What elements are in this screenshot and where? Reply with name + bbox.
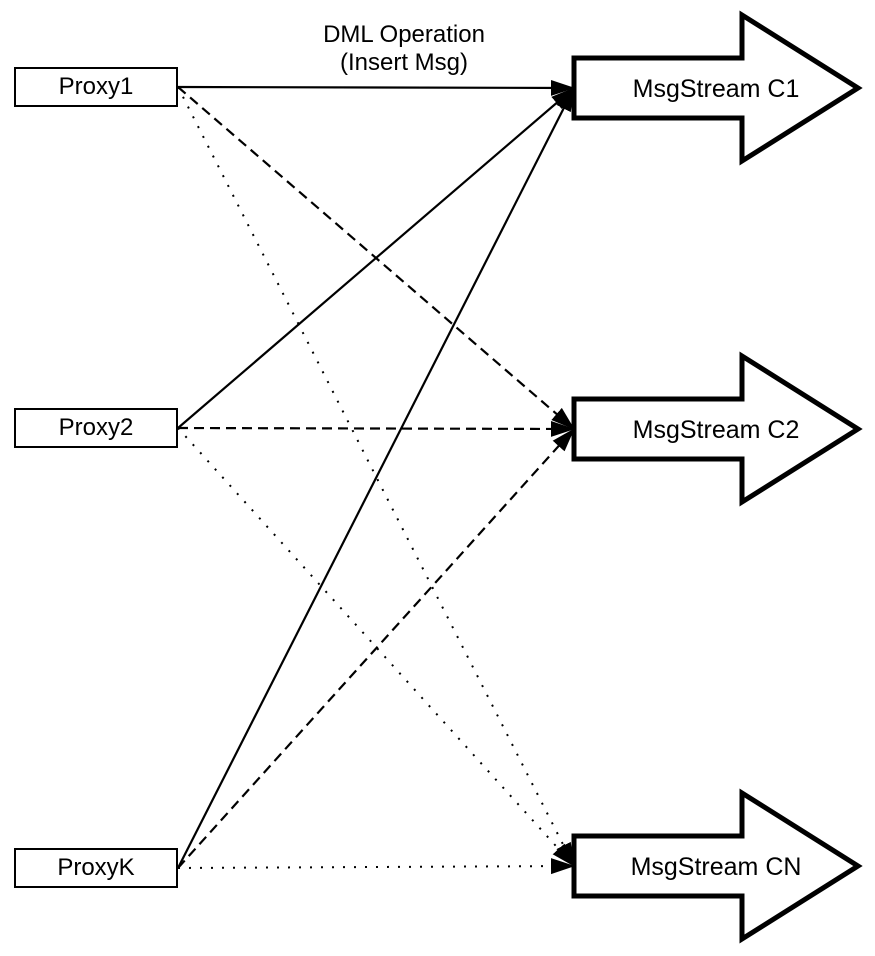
proxy1-label: Proxy1 (58, 73, 134, 100)
proxyk-label: ProxyK (57, 854, 135, 881)
msgstream-c2-label: MsgStream C2 (633, 416, 800, 444)
msgstream-c1-label: MsgStream C1 (633, 75, 800, 103)
msgstream-c2-node[interactable]: MsgStream C2 (570, 351, 863, 507)
msgstream-cn-label: MsgStream CN (631, 853, 802, 881)
msgstream-cn-node[interactable]: MsgStream CN (570, 788, 863, 944)
edge-proxy2-to-c2-dashed (177, 420, 575, 437)
dml-operation-label: DML Operation (Insert Msg) (323, 21, 485, 77)
msgstream-cn-block-arrow-shape (571, 788, 863, 944)
dml-operation-label-line1: DML Operation (323, 21, 485, 48)
dml-operation-label-line2: (Insert Msg) (339, 49, 469, 77)
msgstream-c2-block-arrow-shape (571, 351, 863, 507)
msgstream-c1-block-arrow-shape (571, 10, 863, 166)
msgstream-c1-node[interactable]: MsgStream C1 (570, 10, 863, 166)
edge-proxyk-to-c2-dashed (177, 428, 575, 869)
proxy2-node[interactable]: Proxy2 (14, 408, 178, 448)
edge-proxy1-to-c1-solid (177, 79, 575, 96)
edge-proxy2-to-c1-solid (177, 87, 575, 429)
edge-proxyk-to-cn-dotted (177, 858, 575, 875)
proxy1-node[interactable]: Proxy1 (14, 67, 178, 107)
proxy2-label: Proxy2 (58, 414, 134, 441)
proxyk-node[interactable]: ProxyK (14, 848, 178, 888)
edge-proxyk-to-c1-solid (177, 87, 575, 869)
